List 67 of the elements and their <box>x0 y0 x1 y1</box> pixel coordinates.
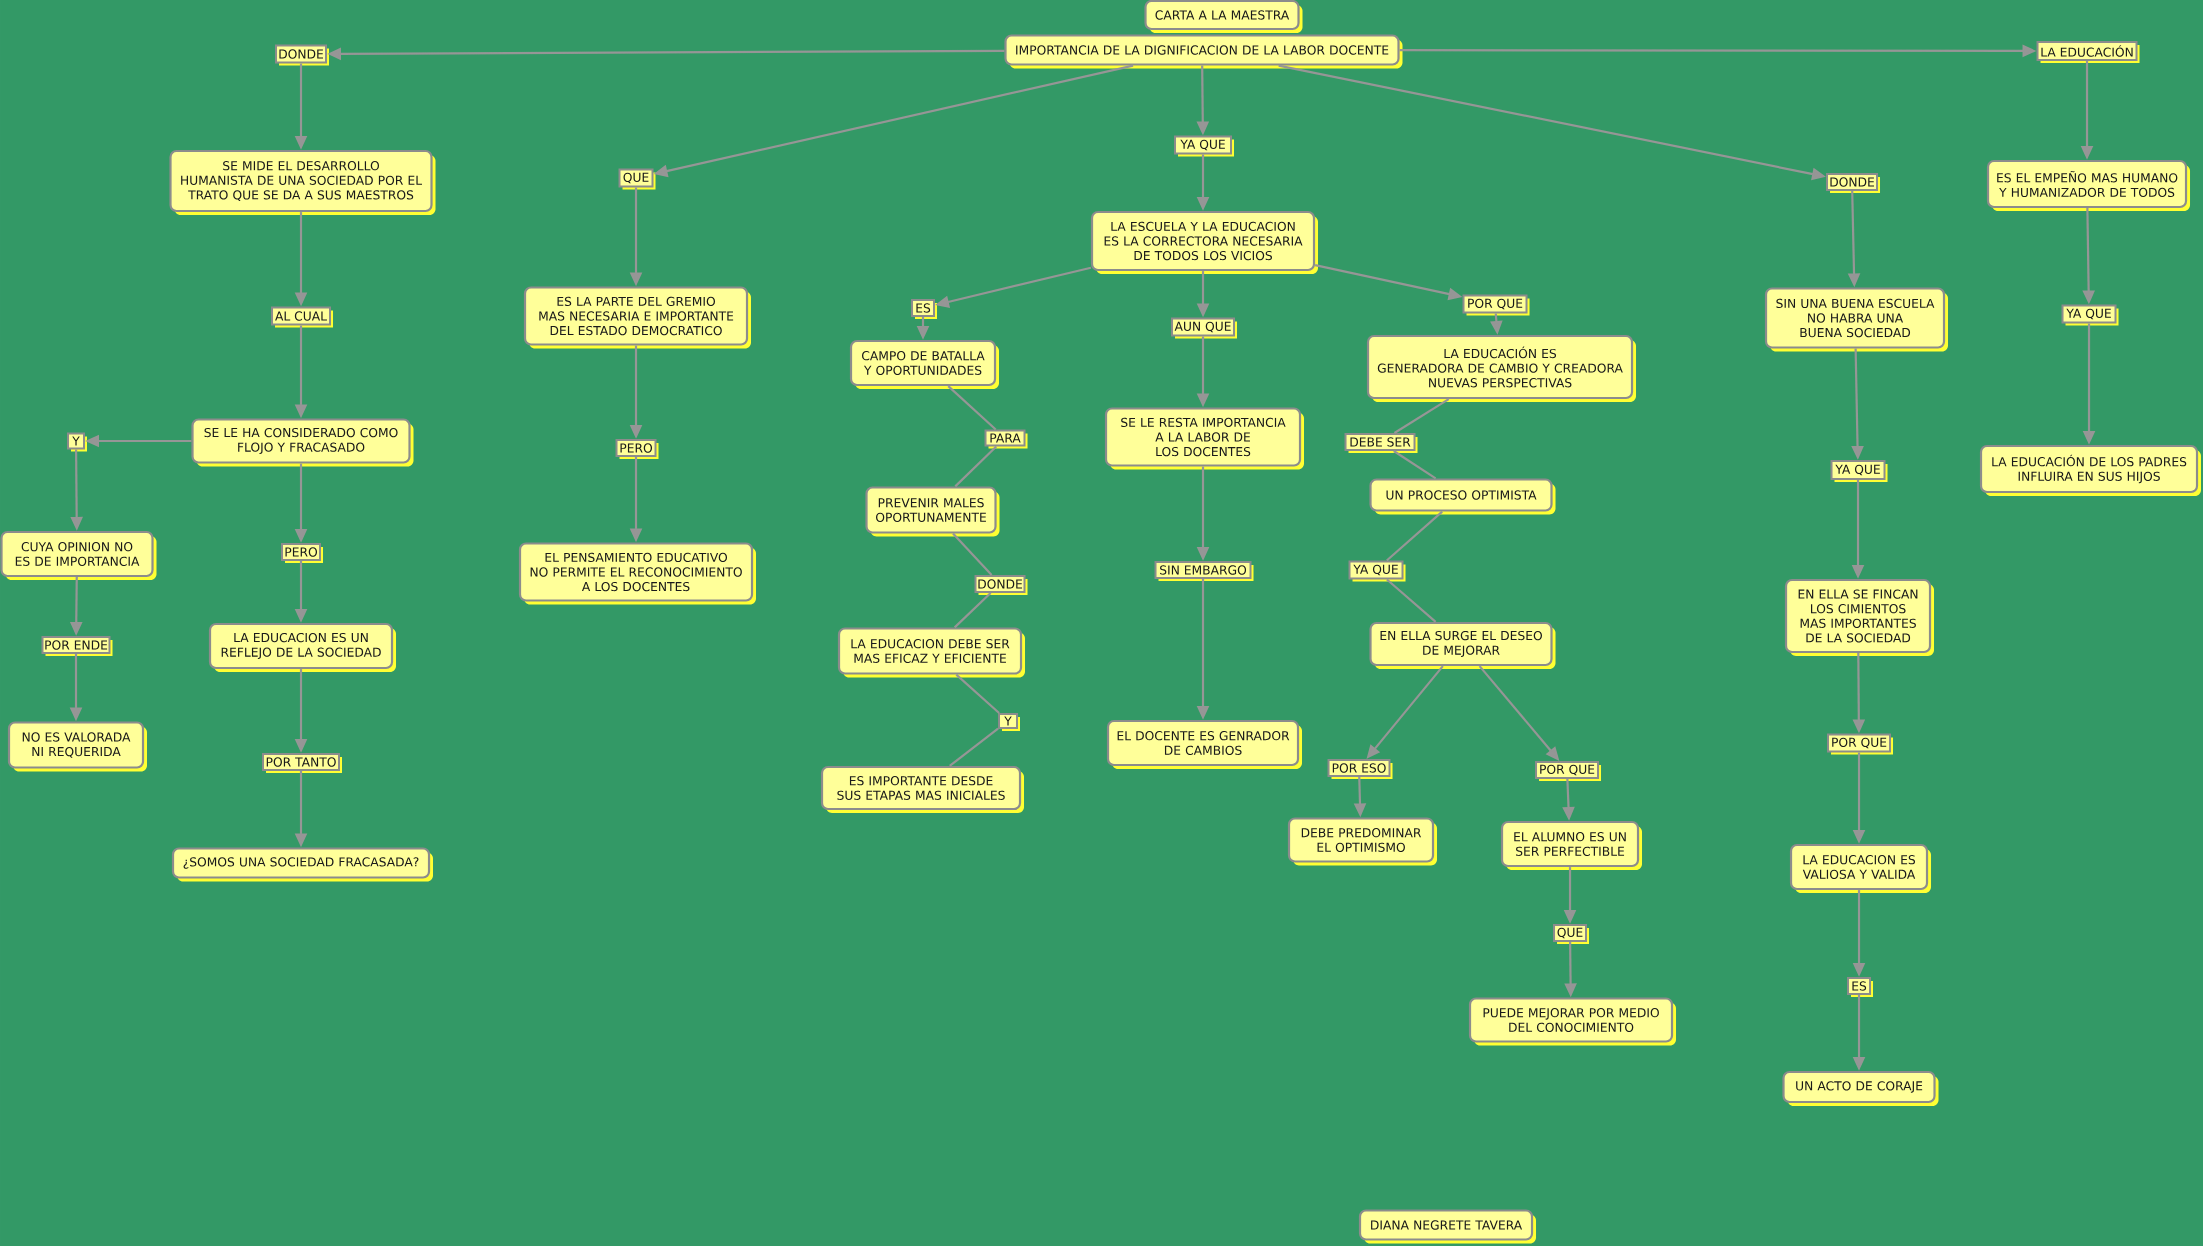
concept-box: CAMPO DE BATALLA Y OPORTUNIDADES <box>849 339 999 389</box>
linking-phrase-box: PARA <box>984 429 1028 449</box>
concept-box: IMPORTANCIA DE LA DIGNIFICACION DE LA LABOR DOCENTE <box>1004 34 1403 69</box>
concept-box: EL PENSAMIENTO EDUCATIVO NO PERMITE EL RECONOCIMIENTO A LOS DOCENTES <box>518 542 756 605</box>
concept-box: LA EDUCACION DEBE SER MAS EFICAZ Y EFICIENTE <box>837 627 1025 678</box>
connector-line <box>955 673 1000 714</box>
linking-phrase-box: POR QUE <box>1535 761 1601 781</box>
linking-phrase-box: POR ENDE <box>41 636 113 656</box>
concept-box: UN ACTO DE CORAJE <box>1782 1070 1939 1106</box>
concept-box: SE MIDE EL DESARROLLO HUMANISTA DE UNA SOCIEDAD POR EL TRATO QUE SE DA A SUS MAESTROS <box>169 149 436 215</box>
concept-box: LA EDUCACION ES UN REFLEJO DE LA SOCIEDAD <box>208 622 396 672</box>
concept-box: ES EL EMPEÑO MAS HUMANO Y HUMANIZADOR DE TODOS <box>1986 159 2190 211</box>
connector-line <box>953 592 992 629</box>
connector-line <box>947 385 997 431</box>
concept-box: UN PROCESO OPTIMISTA <box>1369 478 1556 515</box>
concept-box: EN ELLA SURGE EL DESEO DE MEJORAR <box>1369 621 1556 669</box>
concept-box: EN ELLA SE FINCAN LOS CIMIENTOS MAS IMPORTANTES DE LA SOCIEDAD <box>1784 578 1934 656</box>
concept-box: EL DOCENTE ES GENRADOR DE CAMBIOS <box>1106 719 1302 769</box>
linking-phrase-box: AUN QUE <box>1171 317 1237 339</box>
concept-box: ES LA PARTE DEL GREMIO MAS NECESARIA E IMPORTANTE DEL ESTADO DEMOCRATICO <box>523 286 751 349</box>
concept-box: PREVENIR MALES OPORTUNAMENTE <box>865 486 1000 537</box>
connector-line <box>949 727 999 767</box>
linking-phrase-box: DEBE SER <box>1344 433 1418 453</box>
concept-box: LA EDUCACIÓN ES GENERADORA DE CAMBIO Y CREADORA NUEVAS PERSPECTIVAS <box>1366 334 1636 402</box>
linking-phrase-box: YA QUE <box>1348 560 1406 582</box>
title-box: CARTA A LA MAESTRA <box>1144 0 1303 33</box>
concept-box: NO ES VALORADA NI REQUERIDA <box>7 721 147 772</box>
linking-phrase-box: YA QUE <box>1174 135 1234 157</box>
connector-line <box>1386 510 1443 562</box>
linking-phrase-box: ES <box>911 299 937 319</box>
linking-phrase-box: POR QUE <box>1827 733 1893 755</box>
concept-box: LA ESCUELA Y LA EDUCACION ES LA CORRECTORA NECESARIA DE TODOS LOS VICIOS <box>1090 210 1318 274</box>
linking-phrase-box: ES <box>1847 977 1873 997</box>
linking-phrase-box: YA QUE <box>2061 304 2119 326</box>
concept-box: ES IMPORTANTE DESDE SUS ETAPAS MAS INICIALES <box>820 765 1024 813</box>
linking-phrase-box: DONDE <box>275 44 329 66</box>
concept-box: SE LE RESTA IMPORTANCIA A LA LABOR DE LOS DOCENTES <box>1104 407 1304 470</box>
concept-box: PUEDE MEJORAR POR MEDIO DEL CONOCIMIENTO <box>1468 997 1676 1046</box>
linking-phrase-box: PERO <box>281 543 323 563</box>
linking-phrase-box: LA EDUCACIÓN <box>2036 41 2140 63</box>
linking-phrase-box: POR QUE <box>1462 294 1530 316</box>
linking-phrase-box: Y <box>998 713 1020 731</box>
connector-line <box>952 532 993 576</box>
connector-line <box>1393 450 1437 480</box>
concept-box: SE LE HA CONSIDERADO COMO FLOJO Y FRACASADO <box>191 418 414 467</box>
concept-box: CUYA OPINION NO ES DE IMPORTANCIA <box>0 530 157 580</box>
linking-phrase-box: POR ESO <box>1327 759 1393 779</box>
connector-line <box>954 445 998 488</box>
concept-box: ¿SOMOS UNA SOCIEDAD FRACASADA? <box>171 847 433 882</box>
linking-phrase-box: SIN EMBARGO <box>1154 561 1254 581</box>
concept-box: LA EDUCACION ES VALIOSA Y VALIDA <box>1789 843 1931 893</box>
linking-phrase-box: POR TANTO <box>262 753 342 773</box>
linking-phrase-box: DONDE <box>974 575 1028 595</box>
linking-phrase-box: QUE <box>1553 924 1589 944</box>
linking-phrase-box: QUE <box>618 168 656 190</box>
linking-phrase-box: PERO <box>615 439 659 459</box>
linking-phrase-box: AL CUAL <box>271 306 333 328</box>
connector-line <box>1393 398 1450 434</box>
linking-phrase-box: DONDE <box>1826 173 1880 193</box>
concept-box: LA EDUCACIÓN DE LOS PADRES INFLUIRA EN SUS HIJOS <box>1979 444 2201 496</box>
concept-box: EL ALUMNO ES UN SER PERFECTIBLE <box>1500 820 1642 870</box>
concept-box: SIN UNA BUENA ESCUELA NO HABRA UNA BUENA SOCIEDAD <box>1764 287 1948 352</box>
author-box: DIANA NEGRETE TAVERA <box>1358 1209 1536 1244</box>
linking-phrase-box: YA QUE <box>1830 460 1888 482</box>
concept-box: DEBE PREDOMINAR EL OPTIMISMO <box>1287 817 1437 866</box>
connector-line <box>1386 578 1437 623</box>
linking-phrase-box: Y <box>67 432 87 452</box>
